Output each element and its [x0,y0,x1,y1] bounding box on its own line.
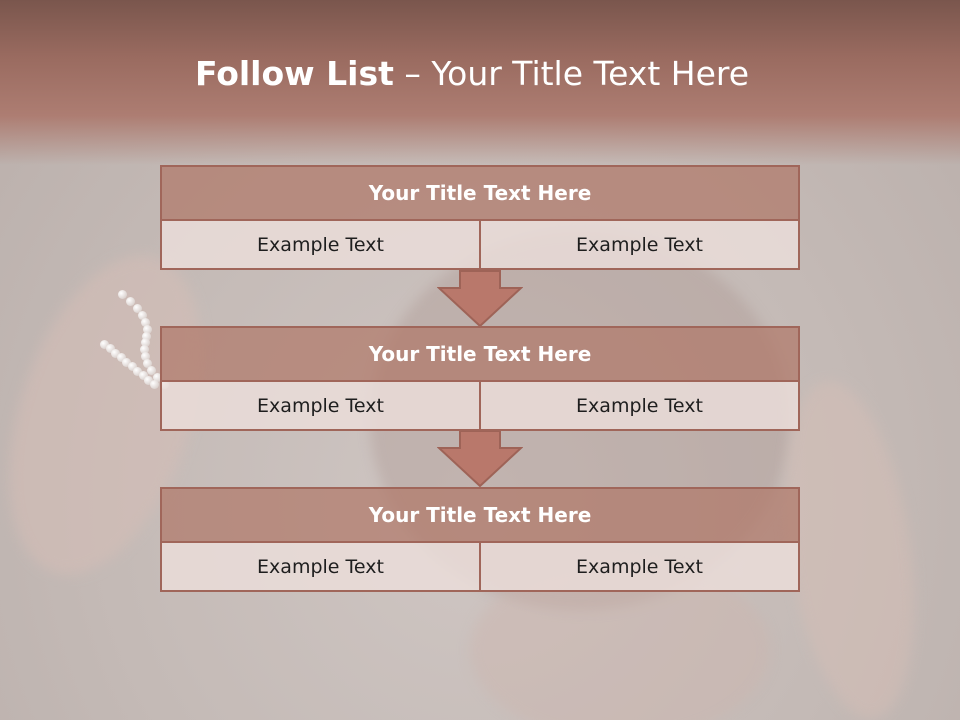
list-block: Your Title Text Here Example Text Exampl… [160,165,800,270]
pearl-bead [153,373,162,382]
block-title: Your Title Text Here [160,487,800,543]
block-row: Example Text Example Text [160,221,800,270]
pearl-bead [150,380,159,389]
pearl-bead [141,318,150,327]
pearl-bead [141,352,150,361]
down-arrow-icon [437,270,523,328]
block-cell-right: Example Text [481,221,800,270]
pearl-bead [133,367,142,376]
slide-title-rest: – Your Title Text Here [393,54,750,93]
slide-title: Follow List – Your Title Text Here [0,54,944,93]
pearl-bead [141,338,150,347]
pearl-bracelet-image [98,285,178,395]
block-row: Example Text Example Text [160,382,800,431]
slide-title-bold: Follow List [194,54,394,93]
title-band [0,0,960,165]
block-cell-right: Example Text [481,382,800,431]
pearl-bead [100,340,109,349]
pearl-bead [126,297,135,306]
pearl-bead [139,371,148,380]
list-block: Your Title Text Here Example Text Exampl… [160,326,800,431]
block-cell-left: Example Text [160,221,481,270]
pearl-bead [128,362,137,371]
pearl-bead [140,345,149,354]
block-title: Your Title Text Here [160,165,800,221]
pearl-bead [106,344,115,353]
down-arrow-icon [437,430,523,488]
pearl-bead [144,376,153,385]
pearl-bead [147,366,156,375]
pearl-bead [142,332,151,341]
pearl-bead [117,353,126,362]
pearl-bead [143,359,152,368]
pearl-bead [133,304,142,313]
block-title: Your Title Text Here [160,326,800,382]
pearl-bead [138,311,147,320]
pearl-bead [143,325,152,334]
block-cell-right: Example Text [481,543,800,592]
pearl-bead [122,358,131,367]
list-block: Your Title Text Here Example Text Exampl… [160,487,800,592]
block-cell-left: Example Text [160,543,481,592]
pearl-bead [111,349,120,358]
block-cell-left: Example Text [160,382,481,431]
block-row: Example Text Example Text [160,543,800,592]
pearl-bead [118,290,127,299]
